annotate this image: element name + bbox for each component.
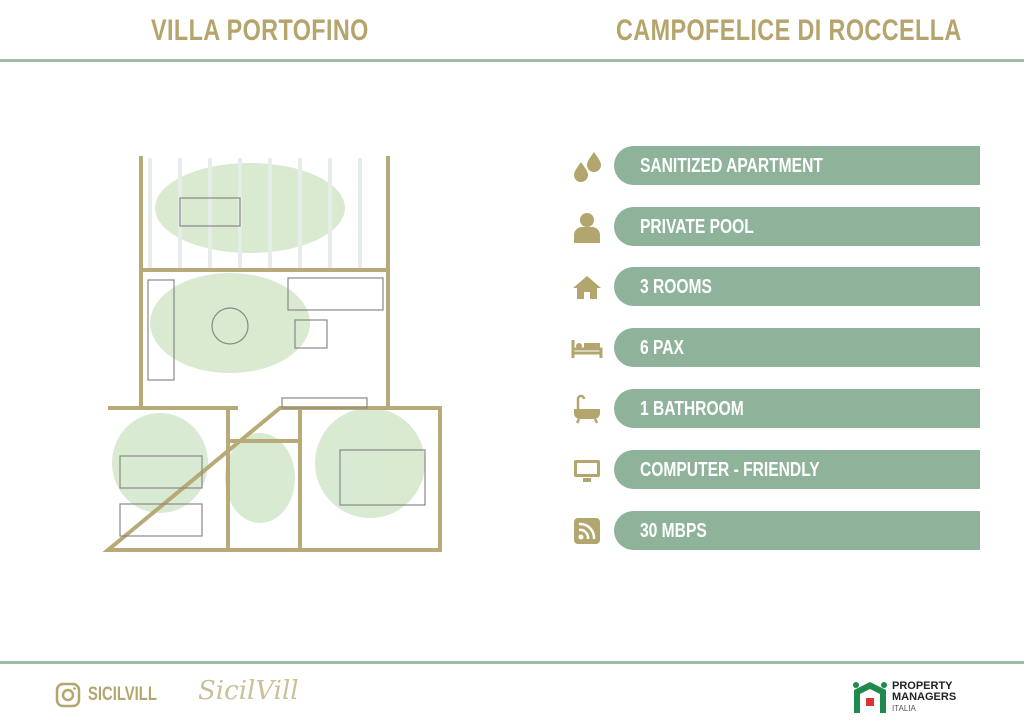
- feature-wifi: 30 MBPS: [570, 511, 980, 551]
- instagram-handle[interactable]: SICILVILL: [88, 684, 157, 705]
- property-managers-logo-text: PROPERTY MANAGERS ITALIA: [892, 681, 956, 714]
- feature-rooms: 3 ROOMS: [570, 267, 980, 307]
- feature-label: 1 BATHROOM: [640, 398, 744, 420]
- feature-label: PRIVATE POOL: [640, 216, 754, 238]
- footer-divider: [0, 661, 1024, 664]
- feature-label: 3 ROOMS: [640, 276, 712, 298]
- feature-sanitized: SANITIZED APARTMENT: [570, 146, 980, 186]
- feature-label: SANITIZED APARTMENT: [640, 155, 823, 177]
- feature-label: COMPUTER - FRIENDLY: [640, 459, 820, 481]
- instagram-icon[interactable]: [55, 682, 81, 708]
- bathtub-icon: [574, 394, 600, 424]
- feature-label: 30 MBPS: [640, 520, 707, 542]
- villa-name: VILLA PORTOFINO: [151, 14, 369, 47]
- person-icon: [574, 213, 600, 243]
- logo-line3: ITALIA: [892, 704, 916, 713]
- logo-line2: MANAGERS: [892, 691, 957, 703]
- location-name: CAMPOFELICE DI ROCCELLA: [616, 14, 962, 47]
- feature-pax: 6 PAX: [570, 328, 980, 368]
- water-drops-icon: [574, 152, 601, 182]
- bed-icon: [571, 340, 603, 358]
- feature-label: 6 PAX: [640, 337, 684, 359]
- monitor-icon: [574, 460, 600, 482]
- feature-bathroom: 1 BATHROOM: [570, 389, 980, 429]
- floor-plan: [102, 156, 442, 552]
- feature-computer: COMPUTER - FRIENDLY: [570, 450, 980, 490]
- logo-line1: PROPERTY: [892, 680, 953, 692]
- house-icon: [573, 276, 601, 299]
- feature-pool: PRIVATE POOL: [570, 207, 980, 247]
- signature-logo: SicilVill: [198, 676, 299, 706]
- header-divider: [0, 59, 1024, 62]
- rss-icon: [574, 518, 600, 544]
- property-managers-logo-icon: [853, 682, 887, 713]
